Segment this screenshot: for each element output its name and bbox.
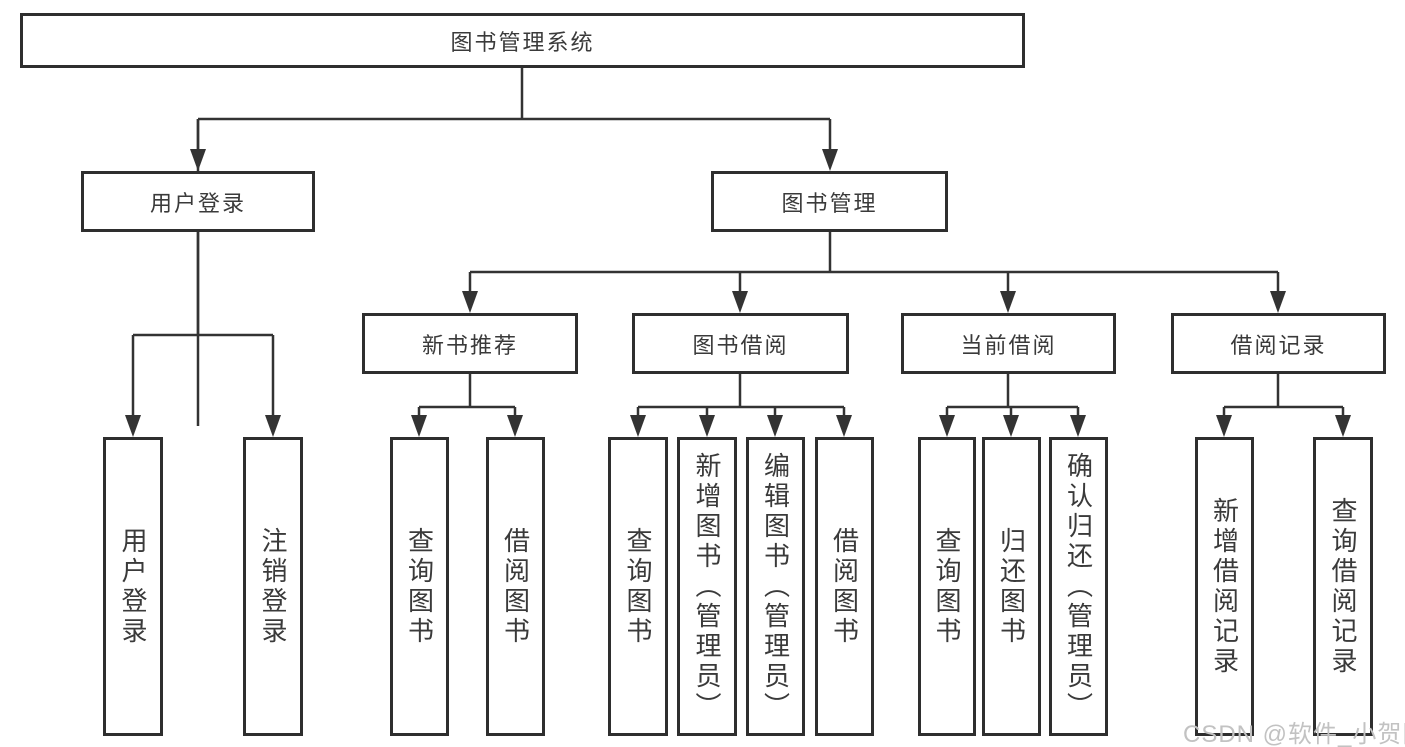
node-label: 借阅图书 [500,526,531,647]
leaf-query-books-current: 查询图书 [918,437,976,736]
node-user-login: 用户登录 [81,171,315,232]
node-label: 图书借阅 [692,332,789,358]
node-label: 当前借阅 [960,332,1057,358]
node-label: 编辑图书（管理员） [760,451,791,722]
node-label: 新增图书（管理员） [692,451,722,722]
node-label: 查询借阅记录 [1328,496,1358,677]
node-label: 新书推荐 [421,332,518,358]
node-label: 借阅记录 [1230,332,1327,358]
node-label: 图书管理系统 [450,29,595,55]
node-current-borrowing: 当前借阅 [901,313,1116,374]
arrowheads [125,149,1351,437]
leaf-confirm-return-admin: 确认归还（管理员） [1049,437,1108,736]
node-label: 查询图书 [404,526,435,647]
leaf-logout: 注销登录 [243,437,303,736]
node-book-borrowing: 图书借阅 [632,313,849,374]
leaf-borrow-books-recommend: 借阅图书 [486,437,545,736]
node-new-book-recommend: 新书推荐 [362,313,578,374]
node-label: 查询图书 [623,526,653,647]
node-label: 用户登录 [149,190,246,216]
node-label: 注销登录 [258,526,288,647]
leaf-add-books-admin: 新增图书（管理员） [677,437,737,736]
node-label: 借阅图书 [829,526,860,647]
node-book-management: 图书管理 [711,171,948,232]
leaf-return-books: 归还图书 [982,437,1041,736]
node-label: 确认归还（管理员） [1063,451,1094,722]
node-label: 归还图书 [996,526,1027,647]
leaf-query-books-borrowing: 查询图书 [608,437,668,736]
leaf-user-login: 用户登录 [103,437,163,736]
leaf-query-borrow-record: 查询借阅记录 [1313,437,1373,736]
node-root-system: 图书管理系统 [20,13,1025,68]
node-label: 新增借阅记录 [1209,496,1240,677]
node-borrowing-records: 借阅记录 [1171,313,1386,374]
node-label: 图书管理 [781,190,878,216]
node-label: 用户登录 [118,526,148,647]
leaf-edit-books-admin: 编辑图书（管理员） [746,437,805,736]
node-label: 查询图书 [932,526,962,647]
leaf-borrow-books: 借阅图书 [815,437,874,736]
leaf-add-borrow-record: 新增借阅记录 [1195,437,1254,736]
csdn-watermark: CSDN @软件_小贺同学 [1183,721,1405,747]
leaf-query-books-recommend: 查询图书 [390,437,449,736]
